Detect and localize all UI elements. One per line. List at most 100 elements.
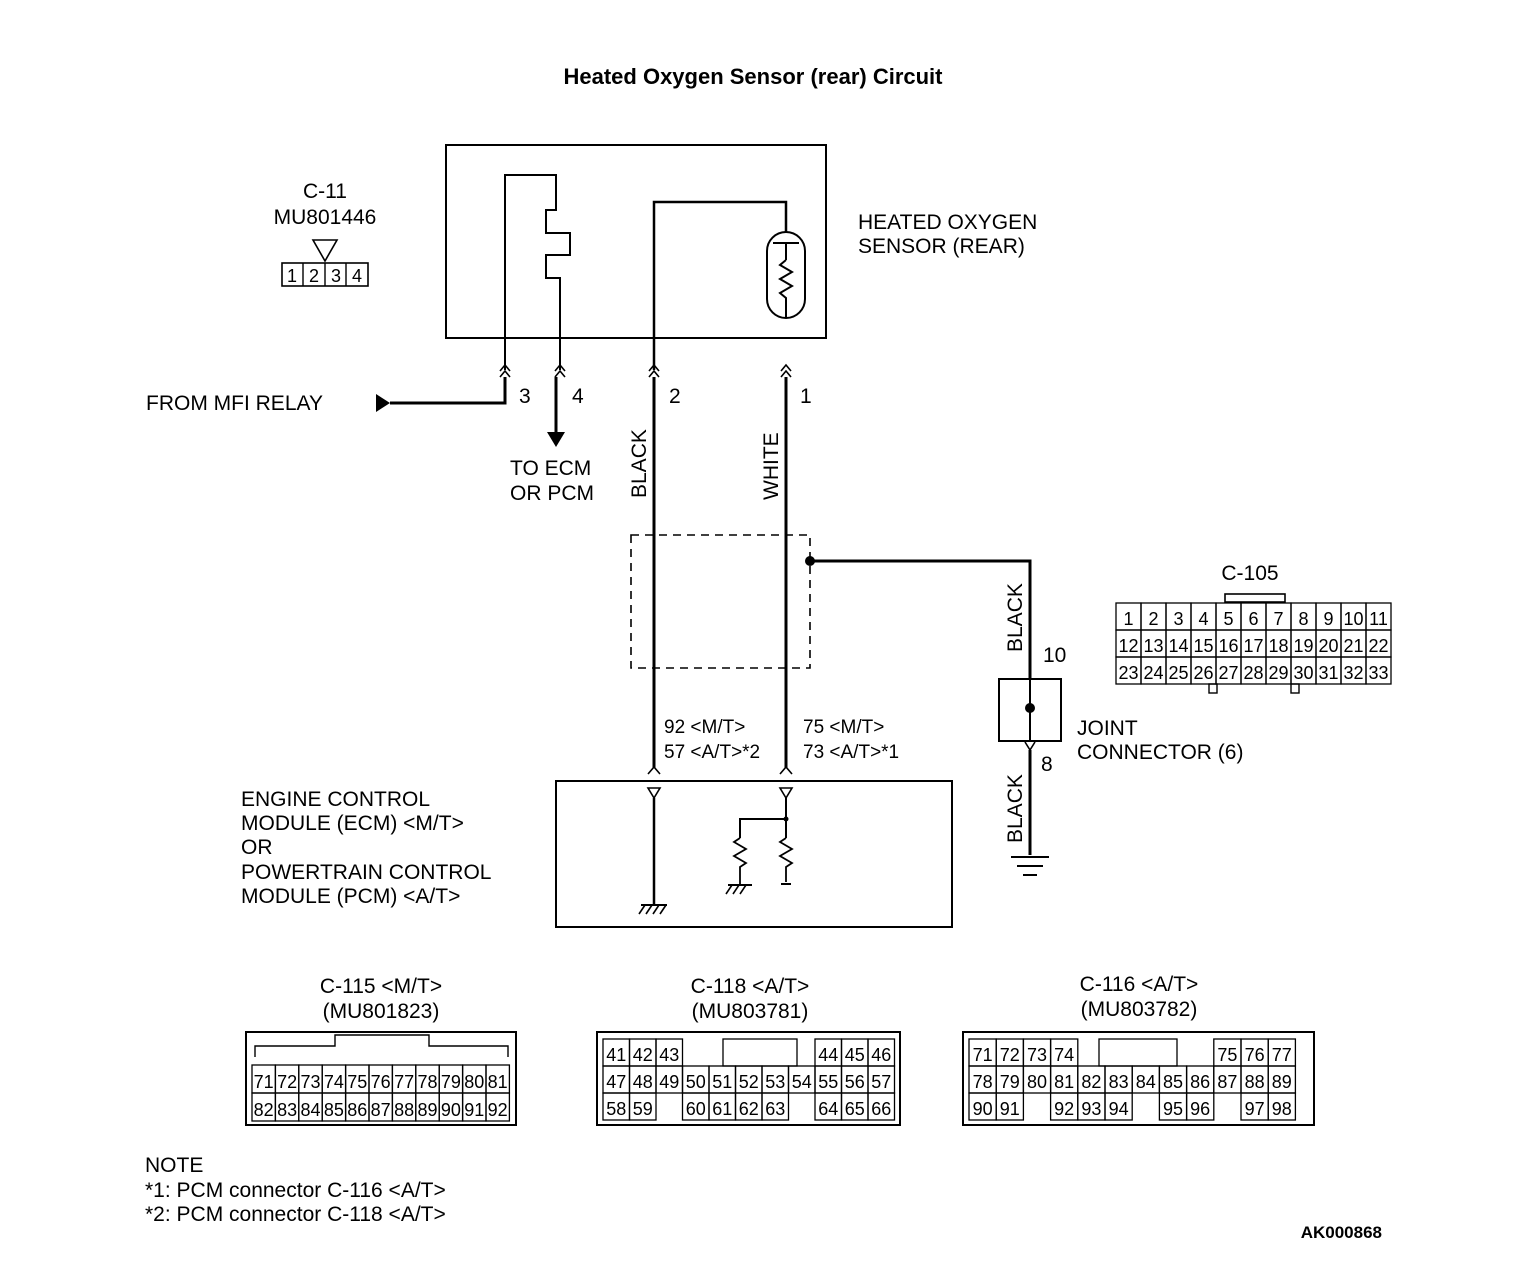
svg-text:1: 1 (287, 266, 297, 286)
from-mfi-relay-label: FROM MFI RELAY (146, 392, 323, 415)
pin-number: 57 (871, 1072, 891, 1092)
pin-number: 88 (1245, 1072, 1265, 1092)
pin-number: 66 (871, 1099, 891, 1119)
pin-number: 48 (633, 1072, 653, 1092)
ecm-pin-right-2: 73 <A/T>*1 (803, 742, 899, 763)
pin-number: 27 (1218, 663, 1238, 683)
pin-number: 65 (845, 1099, 865, 1119)
pin-cell (1185, 1092, 1215, 1121)
connector-key-slot (1098, 1038, 1178, 1067)
sensor-label-2: SENSOR (REAR) (858, 235, 1025, 258)
pin-number: 92 (1054, 1099, 1074, 1119)
pin-number: 51 (712, 1072, 732, 1092)
pin-number: 84 (300, 1100, 320, 1120)
pin-number: 80 (1027, 1072, 1047, 1092)
pin-number: 86 (1190, 1072, 1210, 1092)
c11-id: C-11 (303, 180, 347, 203)
pin-1: 1 (800, 385, 812, 408)
pin-number: 87 (1217, 1072, 1237, 1092)
terminal-icon (778, 787, 794, 800)
pin-number: 25 (1168, 663, 1188, 683)
wire-color-black: BLACK (628, 429, 651, 498)
pin-number: 45 (845, 1045, 865, 1065)
ecm-pin-left-1: 92 <M/T> (664, 717, 745, 738)
ecm-label-2: MODULE (ECM) <M/T> (241, 812, 464, 835)
pin-number: 76 (1245, 1045, 1265, 1065)
pin-number: 16 (1218, 636, 1238, 656)
svg-text:2: 2 (309, 266, 319, 286)
heater-element (504, 174, 571, 370)
pin-number: 19 (1293, 636, 1313, 656)
c116-frame (962, 1031, 1315, 1126)
c116-part: (MU803782) (1081, 998, 1198, 1021)
joint-wire-color-top: BLACK (1004, 583, 1027, 652)
pin-number: 74 (1054, 1045, 1074, 1065)
arrow-right-icon (376, 394, 390, 412)
pin-number: 93 (1081, 1099, 1101, 1119)
ecm-box (555, 780, 953, 928)
pin-number: 15 (1193, 636, 1213, 656)
chassis-ground-icon (638, 904, 667, 915)
pin-number: 50 (686, 1072, 706, 1092)
pin-number: 83 (1109, 1072, 1129, 1092)
to-ecm-label-2: OR PCM (510, 482, 594, 505)
pin-number: 72 (277, 1072, 297, 1092)
pin-number: 52 (739, 1072, 759, 1092)
c115-frame (245, 1031, 517, 1126)
pin-number: 82 (1081, 1072, 1101, 1092)
joint-pin-8: 8 (1041, 753, 1053, 776)
terminal-icon (646, 787, 662, 800)
pin-number: 44 (818, 1045, 838, 1065)
pin-number: 46 (871, 1045, 891, 1065)
pin-number: 85 (1163, 1072, 1183, 1092)
c11-key-icon (311, 239, 339, 263)
pin-number: 92 (488, 1100, 508, 1120)
pin-number: 43 (659, 1045, 679, 1065)
pin-number: 13 (1143, 636, 1163, 656)
c118-part: (MU803781) (692, 1000, 809, 1023)
pin-number: 76 (371, 1072, 391, 1092)
pin-number: 63 (765, 1099, 785, 1119)
joint-label-2: CONNECTOR (6) (1077, 741, 1243, 764)
pin-number: 23 (1118, 663, 1138, 683)
pin-number: 87 (371, 1100, 391, 1120)
ecm-label-4: POWERTRAIN CONTROL (241, 861, 491, 884)
pin-number: 81 (1054, 1072, 1074, 1092)
pin-number: 77 (1272, 1045, 1292, 1065)
pin-number: 86 (347, 1100, 367, 1120)
note-heading: NOTE (145, 1154, 203, 1177)
pin-number: 4 (1198, 609, 1208, 629)
chevron-down-icon (1024, 741, 1036, 752)
pin-number: 9 (1323, 609, 1333, 629)
shield-drain-wire (810, 559, 1032, 679)
pin-number: 88 (394, 1100, 414, 1120)
pin-number: 80 (464, 1072, 484, 1092)
pin-number: 58 (606, 1099, 626, 1119)
pin-number: 2 (1148, 609, 1158, 629)
pin-number: 24 (1143, 663, 1163, 683)
pin-number: 32 (1343, 663, 1363, 683)
pin-number: 78 (973, 1072, 993, 1092)
shield-box (630, 534, 811, 669)
pin-cell (867, 1092, 896, 1121)
pin-number: 11 (1369, 609, 1388, 629)
arrow-down-icon (547, 432, 565, 447)
pin-number: 21 (1343, 636, 1363, 656)
to-ecm-label-1: TO ECM (510, 457, 591, 480)
svg-text:4: 4 (352, 266, 362, 286)
pin-number: 90 (973, 1099, 993, 1119)
connector-key-slot (722, 1038, 798, 1067)
c11-pin-grid: 1 2 3 4 (281, 262, 369, 287)
pin-number: 91 (1000, 1099, 1020, 1119)
pin-number: 81 (488, 1072, 508, 1092)
pin-number: 94 (1109, 1099, 1129, 1119)
pin-number: 29 (1268, 663, 1288, 683)
pin-2: 2 (669, 385, 681, 408)
pin-number: 33 (1368, 663, 1388, 683)
pin-number: 18 (1268, 636, 1288, 656)
pin-number: 73 (300, 1072, 320, 1092)
pin-number: 73 (1027, 1045, 1047, 1065)
